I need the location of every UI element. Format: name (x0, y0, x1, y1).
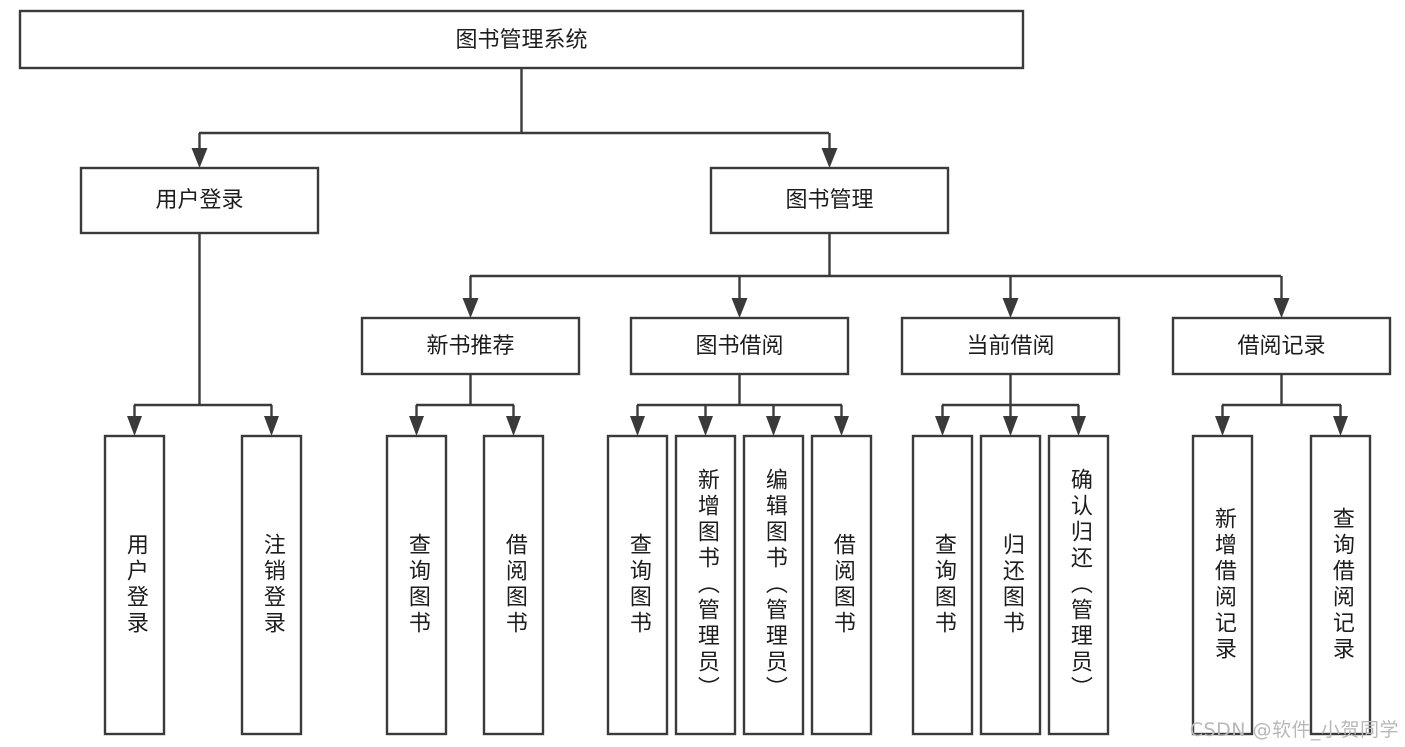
connector-group-currentborrow-leaves (935, 374, 1086, 436)
leaf-box-book-borrow-3[interactable] (742, 434, 805, 736)
leaf-box-current-borrow-1[interactable] (911, 434, 974, 736)
node-box-root[interactable] (18, 9, 1025, 70)
arrowhead-cb-2 (1003, 416, 1018, 436)
node-label-root: 图书管理系统 (455, 28, 587, 53)
connector-group-newbook-leaves (409, 374, 521, 436)
arrowhead-bb-2 (698, 416, 713, 436)
leaf-box-book-borrow-4[interactable] (810, 434, 873, 736)
leaf-box-user-login-1[interactable] (103, 434, 166, 736)
node-label-user-login: 用户登录 (155, 188, 243, 213)
node-label-current-borrow: 当前借阅 (966, 334, 1054, 359)
arrowhead-book-borrow (731, 298, 748, 318)
leaf-box-user-login-2[interactable] (240, 434, 303, 736)
arrowhead-borrow-record (1273, 298, 1290, 318)
arrowhead-bb-3 (766, 416, 781, 436)
arrowhead-new-book (462, 298, 479, 318)
leaf-box-borrow-record-1[interactable] (1191, 434, 1254, 736)
node-box-borrow-record[interactable] (1171, 316, 1392, 376)
connector-group-userlogin-leaves (127, 233, 279, 436)
arrowhead-ul-2 (264, 416, 279, 436)
leaf-box-book-borrow-2[interactable] (674, 434, 737, 736)
node-box-current-borrow[interactable] (900, 316, 1121, 376)
node-box-book-manage[interactable] (709, 166, 950, 235)
arrowhead-book-manage (821, 148, 838, 168)
arrowhead-cb-1 (935, 416, 950, 436)
node-label-new-book-recommend: 新书推荐 (426, 334, 514, 359)
connector-group-root-to-level1 (191, 68, 838, 168)
arrowhead-bb-4 (834, 416, 849, 436)
connector-group-bookmanage-to-level2 (462, 233, 1290, 318)
leaf-box-book-borrow-1[interactable] (606, 434, 669, 736)
node-label-book-borrow: 图书借阅 (695, 334, 783, 359)
arrowhead-br-2 (1333, 416, 1348, 436)
arrowhead-cb-3 (1071, 416, 1086, 436)
connector-group-borrowrecord-leaves (1215, 374, 1348, 436)
leaf-box-current-borrow-3[interactable] (1047, 434, 1110, 736)
arrowhead-ul-1 (127, 416, 142, 436)
node-box-user-login[interactable] (79, 166, 320, 235)
arrowhead-current-borrow (1002, 298, 1019, 318)
arrowhead-user-login (191, 148, 208, 168)
leaf-box-new-book-2[interactable] (482, 434, 545, 736)
node-box-book-borrow[interactable] (629, 316, 850, 376)
connector-group-bookborrow-leaves (630, 374, 849, 436)
arrowhead-nb-2 (506, 416, 521, 436)
leaf-box-new-book-1[interactable] (385, 434, 448, 736)
arrowhead-nb-1 (409, 416, 424, 436)
node-box-new-book-recommend[interactable] (360, 316, 581, 376)
node-label-borrow-record: 借阅记录 (1237, 334, 1325, 359)
arrowhead-br-1 (1215, 416, 1230, 436)
arrowhead-bb-1 (630, 416, 645, 436)
leaf-box-borrow-record-2[interactable] (1309, 434, 1372, 736)
node-label-book-manage: 图书管理 (785, 188, 873, 213)
leaf-box-current-borrow-2[interactable] (979, 434, 1042, 736)
csdn-watermark: CSDN @软件_小贺同学 (1189, 719, 1399, 741)
